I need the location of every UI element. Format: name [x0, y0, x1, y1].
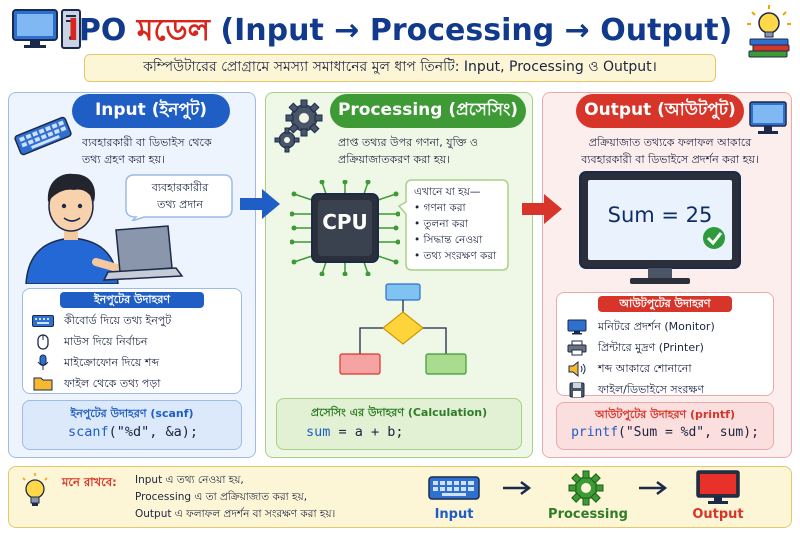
processing-code-title: প্রসেসিং এর উদাহরণ (Calculation) [310, 406, 488, 419]
flowchart-diagram [339, 283, 467, 375]
arrow-right-icon [240, 189, 280, 219]
output-screen-text: Sum = 25 [607, 203, 713, 227]
page-title: IPO মডেল (Input → Processing → Output) [67, 13, 733, 48]
processing-code-snippet: sum = a + b; [306, 424, 404, 440]
input-examples-list: কীবোর্ড দিয়ে তথ্য ইনপুট মাউস দিয়ে নির্… [32, 310, 238, 394]
speech-bubble [125, 174, 233, 221]
cpu-label: CPU [322, 210, 368, 234]
output-monitor-illustration [579, 171, 741, 284]
output-code-box [556, 402, 774, 450]
lightbulb-icon [22, 473, 48, 506]
speaker-icon [568, 360, 586, 377]
remember-text: Input এ তথ্য নেওয়া হয়,Processing এ তা … [135, 474, 336, 520]
list-item: মনিটরে প্রদর্শন (Monitor) [566, 316, 772, 337]
subtitle-banner: কম্পিউটারের প্রোগ্রামে সমস্যা সমাধানের ম… [84, 54, 716, 82]
flow-label-output: Output [692, 507, 744, 522]
keyboard-icon [428, 476, 480, 500]
subtitle-text: কম্পিউটারের প্রোগ্রামে সমস্যা সমাধানের ম… [143, 59, 657, 75]
lightbulb-books-icon [747, 5, 791, 58]
input-heading: Input (ইনপুট) [72, 94, 230, 128]
arrow-right-icon [522, 194, 562, 224]
processing-bubble-content: এখানে যা হয়— • গণনা করা • তুলনা করা • স… [414, 184, 508, 264]
gear-icon [568, 470, 604, 506]
computer-icon [12, 9, 81, 49]
output-code-snippet: printf("Sum = %d", sum); [571, 425, 759, 440]
monitor-icon [696, 470, 740, 504]
list-item: • সিদ্ধান্ত নেওয়া [414, 234, 483, 246]
cpu-chip-icon [290, 180, 400, 276]
floppy-disk-icon [569, 382, 585, 397]
gears-icon [274, 99, 323, 153]
processing-bubble-title: এখানে যা হয়— [414, 186, 481, 198]
processing-panel [265, 92, 533, 458]
input-description: ব্যবহারকারী বা ডিভাইস থেকেতথ্য গ্রহণ করা… [82, 136, 212, 166]
keyboard-icon [32, 314, 54, 327]
input-code-snippet: scanf("%d", &a); [67, 424, 199, 440]
flow-label-input: Input [434, 507, 474, 522]
arrow-right-icon [503, 481, 532, 495]
output-examples-list: মনিটরে প্রদর্শন (Monitor) প্রিন্টারে মুদ… [566, 316, 772, 400]
processing-heading: Processing (প্রসেসিং) [330, 94, 526, 128]
printer-icon [567, 340, 587, 355]
list-item: • তুলনা করা [414, 218, 469, 230]
microphone-icon [37, 354, 49, 370]
list-item: প্রিন্টারে মুদ্রণ (Printer) [566, 337, 772, 358]
list-item: ফাইল থেকে তথ্য পড়া [32, 373, 238, 394]
list-item: ফাইল/ডিভাইসে সংরক্ষণ [566, 379, 772, 400]
summary-bar [8, 466, 792, 528]
user-at-laptop-illustration [25, 173, 184, 284]
processing-bubble [398, 179, 509, 271]
processing-code-box [276, 398, 522, 450]
list-item: • তথ্য সংরক্ষণ করা [414, 250, 497, 262]
output-examples-title: আউটপুটের উদাহরণ [598, 296, 732, 312]
input-examples-title: ইনপুটের উদাহরণ [60, 292, 204, 308]
input-code-title: ইনপুটের উদাহরণ (scanf) [70, 407, 194, 420]
list-item: শব্দ আকারে শোনানো [566, 358, 772, 379]
list-item: মাউস দিয়ে নির্বাচন [32, 331, 238, 352]
mouse-icon [37, 333, 49, 350]
list-item: মাইক্রোফোন দিয়ে শব্দ [32, 352, 238, 373]
monitor-icon [567, 319, 587, 334]
output-heading: Output (আউটপুট) [576, 94, 744, 128]
list-item: • গণনা করা [414, 202, 466, 214]
monitor-icon [749, 101, 787, 134]
input-code-box [22, 400, 242, 450]
folder-icon [33, 377, 53, 391]
output-description: প্রক্রিয়াজাত তথ্যকে ফলাফল আকারেব্যবহারক… [581, 136, 759, 166]
arrow-right-icon [639, 481, 668, 495]
list-item: কীবোর্ড দিয়ে তথ্য ইনপুট [32, 310, 238, 331]
keyboard-icon [14, 116, 72, 156]
flow-label-processing: Processing [548, 507, 628, 522]
output-code-title: আউটপুটের উদাহরণ (printf) [594, 408, 735, 421]
remember-label: মনে রাখবে: [62, 475, 117, 489]
